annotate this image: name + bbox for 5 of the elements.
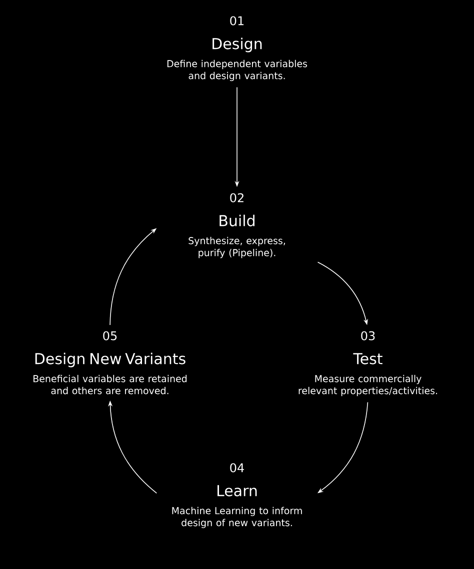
step-text: 04 Learn Machine Learning to inform design of new variants. [172,463,302,528]
step-text: 05 Design New Variants Beneficial variables are retained and others are removed. [34,331,187,394]
step-text: 02 Build Synthesize, express, purify (Pipeline). [188,193,285,258]
step-text: 01 Design Define independent variables and design variants. [167,16,308,82]
step-text: 03 Test Measure commercially relevant properties/activities. [298,331,438,396]
